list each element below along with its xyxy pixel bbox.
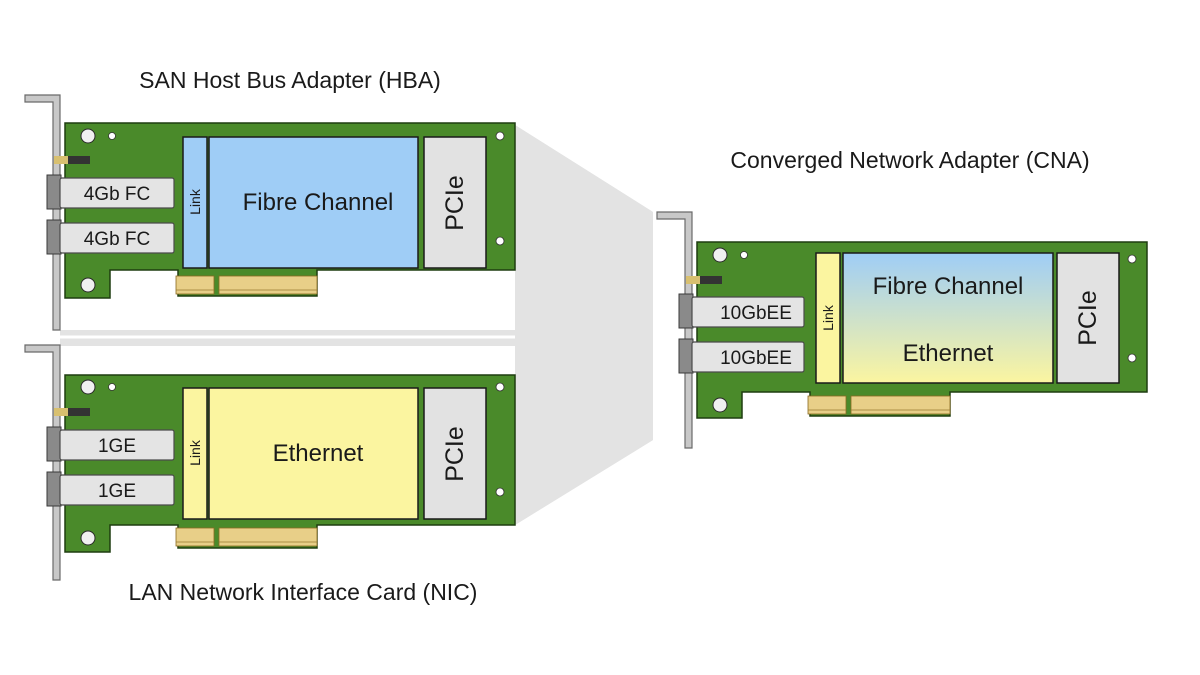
cna-chip-label-bottom: Ethernet [903,340,994,367]
cna-converged-chip [842,252,1054,384]
nic-link-block [182,387,208,520]
led-lens-icon [54,408,68,416]
cna-link-block [815,252,841,384]
mount-hole-icon [495,131,505,141]
nic-pcie-label: PCIe [441,426,469,482]
hba-chip-label: Fibre Channel [243,189,394,216]
screw-icon [80,128,96,144]
led-lens-icon [54,156,68,164]
cna-port-1-label: 10GbEE [720,303,792,324]
cna-edge-connector [807,395,951,415]
mount-hole-icon [1127,254,1137,264]
led-icon [694,276,722,284]
led-icon [62,408,90,416]
screw-icon [80,530,96,546]
mount-hole-icon [1127,353,1137,363]
nic-title: LAN Network Interface Card (NIC) [129,579,478,605]
cna-card: Converged Network Adapter (CNA) 10GbEE 1… [656,147,1148,449]
nic-port-1-label: 1GE [98,436,136,457]
cna-chip-label-top: Fibre Channel [873,273,1024,300]
hba-link-block [182,136,208,269]
nic-chip-label: Ethernet [273,440,364,467]
hba-port-1-label: 4Gb FC [84,184,151,205]
nic-port-1[interactable]: 1GE [46,426,175,462]
nic-card: 1GE 1GE Link Ethernet PCIe LAN Network I… [24,344,516,605]
nic-port-2-label: 1GE [98,481,136,502]
mount-hole-icon [495,236,505,246]
nic-edge-connector [175,527,318,547]
mount-hole-icon [108,132,116,140]
hba-port-2-label: 4Gb FC [84,229,151,250]
hba-title: SAN Host Bus Adapter (HBA) [139,67,441,93]
convergence-shading-body [515,125,653,525]
hba-fibre-channel-chip [208,136,419,269]
hba-mounting-bracket [24,94,61,331]
cna-link-label: Link [820,304,836,331]
mount-hole-icon [108,383,116,391]
cna-port-2[interactable]: 10GbEE [678,338,805,374]
led-lens-icon [686,276,700,284]
hba-edge-connector [175,275,318,295]
cna-port-2-label: 10GbEE [720,348,792,369]
cna-title: Converged Network Adapter (CNA) [730,147,1089,173]
screw-icon [80,277,96,293]
hba-pcie-label: PCIe [441,175,469,231]
nic-pcie-block [423,387,487,520]
cna-mounting-bracket [656,211,693,449]
mount-hole-icon [740,251,748,259]
hba-port-2[interactable]: 4Gb FC [46,219,175,255]
cna-pcie-block [1056,252,1120,384]
mount-hole-icon [495,487,505,497]
hba-card: SAN Host Bus Adapter (HBA) 4Gb FC 4Gb FC… [24,67,516,331]
mount-hole-icon [495,382,505,392]
nic-ethernet-chip [208,387,419,520]
screw-icon [712,247,728,263]
nic-link-label: Link [187,439,203,466]
nic-mounting-bracket [24,344,61,581]
nic-port-2[interactable]: 1GE [46,471,175,507]
hba-pcie-block [423,136,487,269]
cna-port-1[interactable]: 10GbEE [678,293,805,329]
hba-port-1[interactable]: 4Gb FC [46,174,175,210]
hba-link-label: Link [187,188,203,215]
cna-pcie-label: PCIe [1074,290,1102,346]
screw-icon [80,379,96,395]
screw-icon [712,397,728,413]
led-icon [62,156,90,164]
